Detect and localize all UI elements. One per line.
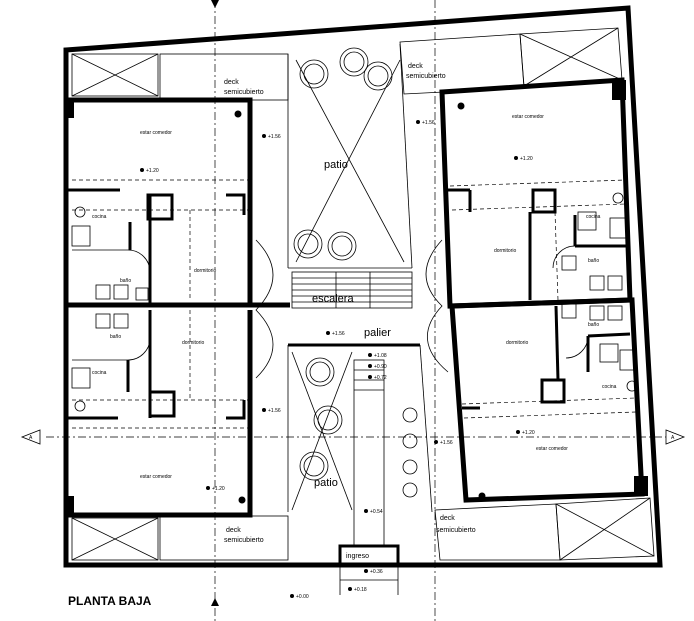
corner-box-bl [71,517,159,561]
label-cocina-br: cocina [602,384,617,390]
label-deck-bl-2: semicubierto [224,537,264,544]
level-2: +1.20 [146,168,159,174]
level-9: +1.20 [522,430,535,436]
label-deck-tl-1: deck [224,79,239,86]
level-16: +0.36 [370,569,383,575]
label-deck-tr-2: semicubierto [406,73,446,80]
label-deck-br-1: deck [440,515,455,522]
level-4: +1.20 [520,156,533,162]
corner-box-tl [71,53,159,97]
level-17: +0.18 [354,587,367,593]
patio-top [287,43,413,269]
outer-boundary-wall [63,5,663,568]
level-markers: +1.56 +1.20 +1.56 +1.20 +1.56 +1.56 +1.2… [140,120,535,600]
label-cocina-tl: cocina [92,214,107,220]
section-marker-right-label: A [671,435,675,441]
label-escalera: escalera [312,293,354,305]
staircase [291,271,413,309]
apartment-right-lower [449,297,648,503]
label-estar-br: estar comedor [536,446,568,452]
label-patio-bottom: patio [314,477,338,489]
apartment-left-lower [66,310,253,518]
corner-box-br [555,497,655,561]
label-deck-br-2: semicubierto [436,527,476,534]
level-5: +1.56 [332,331,345,337]
label-dormitorio-tr: dormitorio [494,248,516,254]
label-estar-tl: estar comedor [140,130,172,136]
level-6: +1.56 [268,408,281,414]
label-ingreso: ingreso [346,553,369,560]
label-bano-bl: baño [110,334,121,340]
corner-box-tr [519,27,623,87]
label-deck-tl-2: semicubierto [224,89,264,96]
drawing-title: PLANTA BAJA [68,594,152,608]
level-3: +1.56 [422,120,435,126]
label-dormitorio-bl: dormitorio [182,340,204,346]
level-12: +0.90 [374,364,387,370]
label-bano-tr: baño [588,258,599,264]
label-cocina-bl: cocina [92,370,107,376]
level-7: +1.20 [212,486,225,492]
label-deck-tr-1: deck [408,63,423,70]
curved-wall-left [255,239,274,379]
deck-area-br [434,503,561,561]
entrance-ramp [338,359,400,595]
label-estar-bl: estar comedor [140,474,172,480]
label-cocina-tr: cocina [586,214,601,220]
level-8: +1.56 [440,440,453,446]
section-marker-left-label: A [29,435,33,441]
level-14: +0.54 [370,509,383,515]
label-dormitorio-tl: dormitorio [194,268,216,274]
level-18: +0.00 [296,594,309,600]
label-dormitorio-br: dormitorio [506,340,528,346]
axis-arrow-top-icon [211,0,219,8]
label-patio-top: patio [324,159,348,171]
label-deck-bl-1: deck [226,527,241,534]
patio-bottom [287,343,433,513]
section-marker-left: A [20,429,41,445]
level-11: +1.08 [374,353,387,359]
section-marker-right: A [665,429,686,445]
apartment-left-upper [66,97,290,308]
label-bano-br: baño [588,322,599,328]
level-1: +1.56 [268,134,281,140]
label-estar-tr: estar comedor [512,114,544,120]
label-bano-tl: baño [120,278,131,284]
label-palier: palier [364,327,391,339]
curved-wall-right [425,239,449,373]
axis-arrow-bottom-icon [211,598,219,606]
level-13: +0.72 [374,375,387,381]
